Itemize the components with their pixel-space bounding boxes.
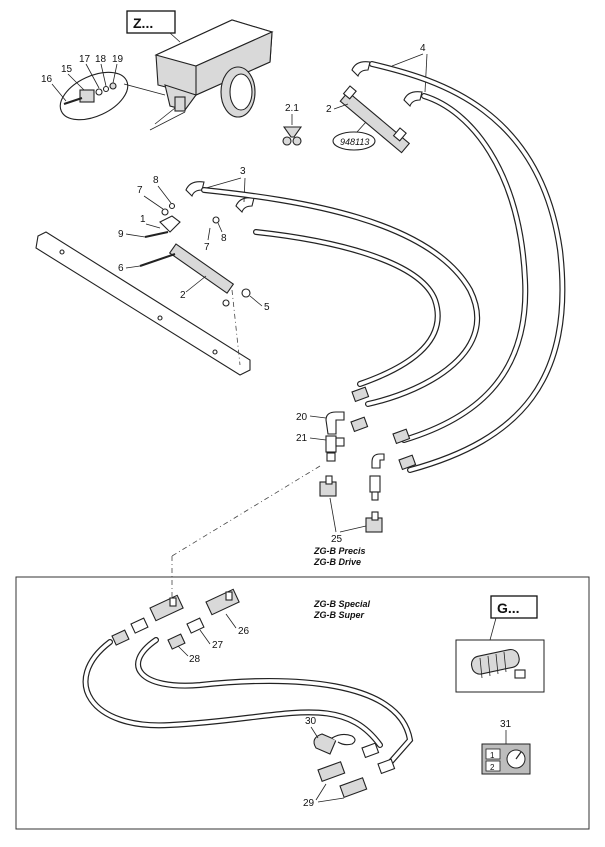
- handle-grip-drawing: [470, 648, 526, 679]
- label-27: 27: [212, 640, 224, 651]
- label-26: 26: [238, 626, 250, 637]
- special-variant-frame: ZG-B Special ZG-B Super 26 27 28 30 29: [15, 576, 590, 830]
- label-17: 17: [79, 54, 91, 65]
- hose-fittings: 20 21 25 ZG-B Precis ZG-B Drive: [171, 386, 417, 600]
- clamp-washer: [95, 88, 103, 96]
- guard-ref-label: G...: [497, 600, 520, 616]
- upper-hoses: [201, 61, 566, 473]
- note-zg-b-special: ZG-B Special: [313, 599, 371, 609]
- clamp-assembly: 15 16 17 18 19: [41, 54, 166, 121]
- label-1: 1: [140, 214, 146, 225]
- clamp-nut: [109, 82, 117, 90]
- label-20: 20: [296, 412, 308, 423]
- label-8-left: 8: [153, 175, 159, 186]
- variant-frame: [15, 576, 590, 830]
- label-4: 4: [420, 43, 426, 54]
- label-15: 15: [61, 64, 73, 75]
- dust-cap-strap: [331, 733, 356, 746]
- note-zg-b-drive: ZG-B Drive: [313, 557, 361, 567]
- label-30: 30: [305, 716, 317, 727]
- note-zg-b-precis: ZG-B Precis: [313, 546, 366, 556]
- label-29: 29: [303, 798, 315, 809]
- mounting-bar-assembly: 1 2 3 5 6 7 7 8 8 9: [35, 166, 270, 376]
- instruction-sticker: 1 2: [481, 743, 531, 775]
- sticker-step-1: 1: [490, 751, 495, 760]
- hose-end-28a: [111, 629, 130, 646]
- label-2-upper: 2: [326, 104, 332, 115]
- sticker-step-2: 2: [490, 763, 495, 772]
- quick-coupler-29b: [339, 777, 368, 798]
- elbow-20: [325, 411, 345, 435]
- hose-end-28b: [167, 633, 186, 650]
- spreader-machine-drawing: [149, 19, 274, 131]
- label-25: 25: [331, 534, 343, 545]
- spreader-ref-box: [126, 10, 176, 34]
- mounting-dashline: [231, 289, 241, 366]
- label-18: 18: [95, 54, 107, 65]
- spreader-reference: Z...: [126, 10, 274, 131]
- connection-dashline: [171, 465, 321, 557]
- adapter-27a: [130, 617, 149, 634]
- label-8-right: 8: [221, 233, 227, 244]
- label-3: 3: [240, 166, 246, 177]
- label-28: 28: [189, 654, 201, 665]
- adapter-27b: [186, 617, 205, 634]
- label-31: 31: [500, 719, 512, 730]
- label-9: 9: [118, 229, 124, 240]
- clamp-callout-leader: [123, 83, 166, 96]
- label-2-middle: 2: [180, 290, 186, 301]
- tee-21: [325, 435, 337, 453]
- spreader-ref-leader: [169, 32, 181, 43]
- coupling-26a: [149, 594, 184, 622]
- note-zg-b-super: ZG-B Super: [313, 610, 364, 620]
- guard-ref-box: [490, 595, 538, 619]
- clamp-block: [79, 89, 95, 103]
- spreader-ref-label: Z...: [133, 15, 153, 31]
- part-number-tag: [332, 131, 376, 151]
- label-16: 16: [41, 74, 53, 85]
- label-7-right: 7: [204, 242, 210, 253]
- label-2-1: 2.1: [285, 103, 299, 114]
- quick-coupler-29a: [317, 761, 346, 782]
- clamp-bolt: [63, 97, 83, 105]
- label-19: 19: [112, 54, 124, 65]
- label-6: 6: [118, 263, 124, 274]
- upper-valve-block: 948113 2 4: [326, 43, 428, 154]
- valve-symbol: 2.1: [282, 103, 303, 146]
- label-7-left: 7: [137, 185, 143, 196]
- label-5: 5: [264, 302, 270, 313]
- coupling-26b: [205, 588, 240, 616]
- part-number: 948113: [340, 137, 369, 147]
- clamp-lockwasher: [102, 85, 110, 93]
- label-21: 21: [296, 433, 308, 444]
- mounting-bar: [35, 231, 251, 376]
